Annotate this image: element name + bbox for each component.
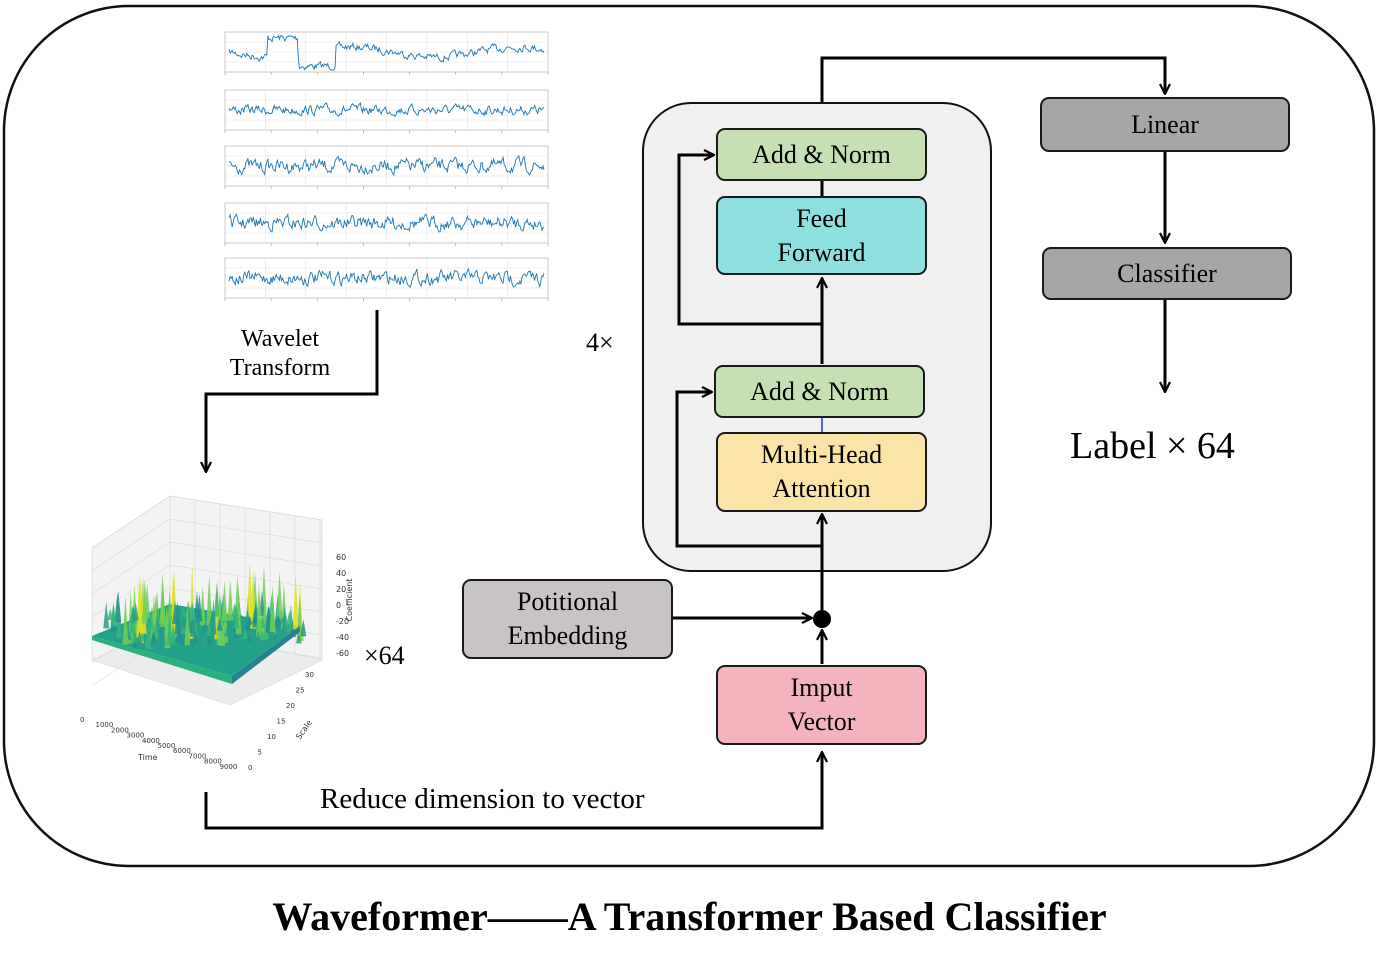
time-tick-label: 5000 [158,742,176,750]
wavelet-signals-plot [224,31,549,301]
signal-trace [228,267,545,289]
figure-title: Waveformer——A Transformer Based Classifi… [272,894,1107,939]
scale-tick-label: 10 [267,733,276,741]
scale-tick-label: 30 [305,671,314,679]
wavelet-transform-label: Wavelet Transform [229,326,331,381]
feed-forward-block: Feed Forward [716,196,927,275]
time-tick-label: 8000 [204,758,222,766]
signal-panel [224,145,549,189]
sum-node [813,610,831,628]
time-tick-label: 4000 [142,737,160,745]
reduce-dimension-label: Reduce dimension to vector [320,783,645,815]
signal-panel [224,89,549,133]
wavelet-surface-3d-plot: 60 40 20 0 -20 -40 -60 Coefficient 0 100020003000… [80,495,354,772]
add-norm-top-block: Add & Norm [716,128,927,181]
z-tick-label: -20 [336,617,349,626]
encoder-repeat-label: 4× [586,328,614,357]
time-tick-label: 1000 [96,721,114,729]
signal-panel [224,31,549,75]
z-tick-label: 0 [336,601,341,610]
scale-tick-label: 0 [248,764,252,772]
positional-embedding-block: Potitional Embedding [462,579,673,659]
time-tick-label: 3000 [127,732,145,740]
signal-trace [228,34,545,71]
scale-tick-label: 20 [286,702,295,710]
time-tick-label: 7000 [189,752,207,760]
linear-block: Linear [1040,97,1290,152]
signal-panel [224,202,549,246]
time-tick-label: 2000 [111,726,129,734]
time-tick-label: 6000 [173,747,191,755]
signal-trace [228,101,545,118]
residual-attention [675,392,822,548]
multi-head-attention-block: Multi-Head Attention [716,432,927,512]
z-tick-label: 60 [336,553,346,562]
z-tick-label: 20 [336,585,346,594]
connector-arrows [204,56,1165,830]
input-vector-block: Imput Vector [716,665,927,745]
scale-tick-label: 5 [258,749,262,757]
residual-ffn [677,155,822,326]
output-label: Label × 64 [1070,425,1235,467]
classifier-block: Classifier [1042,247,1292,300]
arrow-reduce-dimension [204,752,822,830]
multiplier-label: ×64 [364,641,405,670]
signal-trace [228,212,545,233]
time-tick-label: 0 [80,716,84,724]
z-tick-label: -60 [336,649,349,658]
scale-tick-label: 25 [296,687,305,695]
signal-panel [224,257,549,301]
time-axis-label: Time [137,753,158,762]
z-tick-label: -40 [336,633,349,642]
z-tick-label: 40 [336,569,346,578]
arrow-encoder-to-linear [820,56,1165,102]
signal-trace [228,154,545,177]
add-norm-bottom-block: Add & Norm [714,365,925,418]
scale-tick-label: 15 [277,718,286,726]
arrow-wavelet-transform [206,310,379,472]
z-axis-label: Coefficient [345,579,354,622]
time-tick-label: 9000 [220,763,238,771]
